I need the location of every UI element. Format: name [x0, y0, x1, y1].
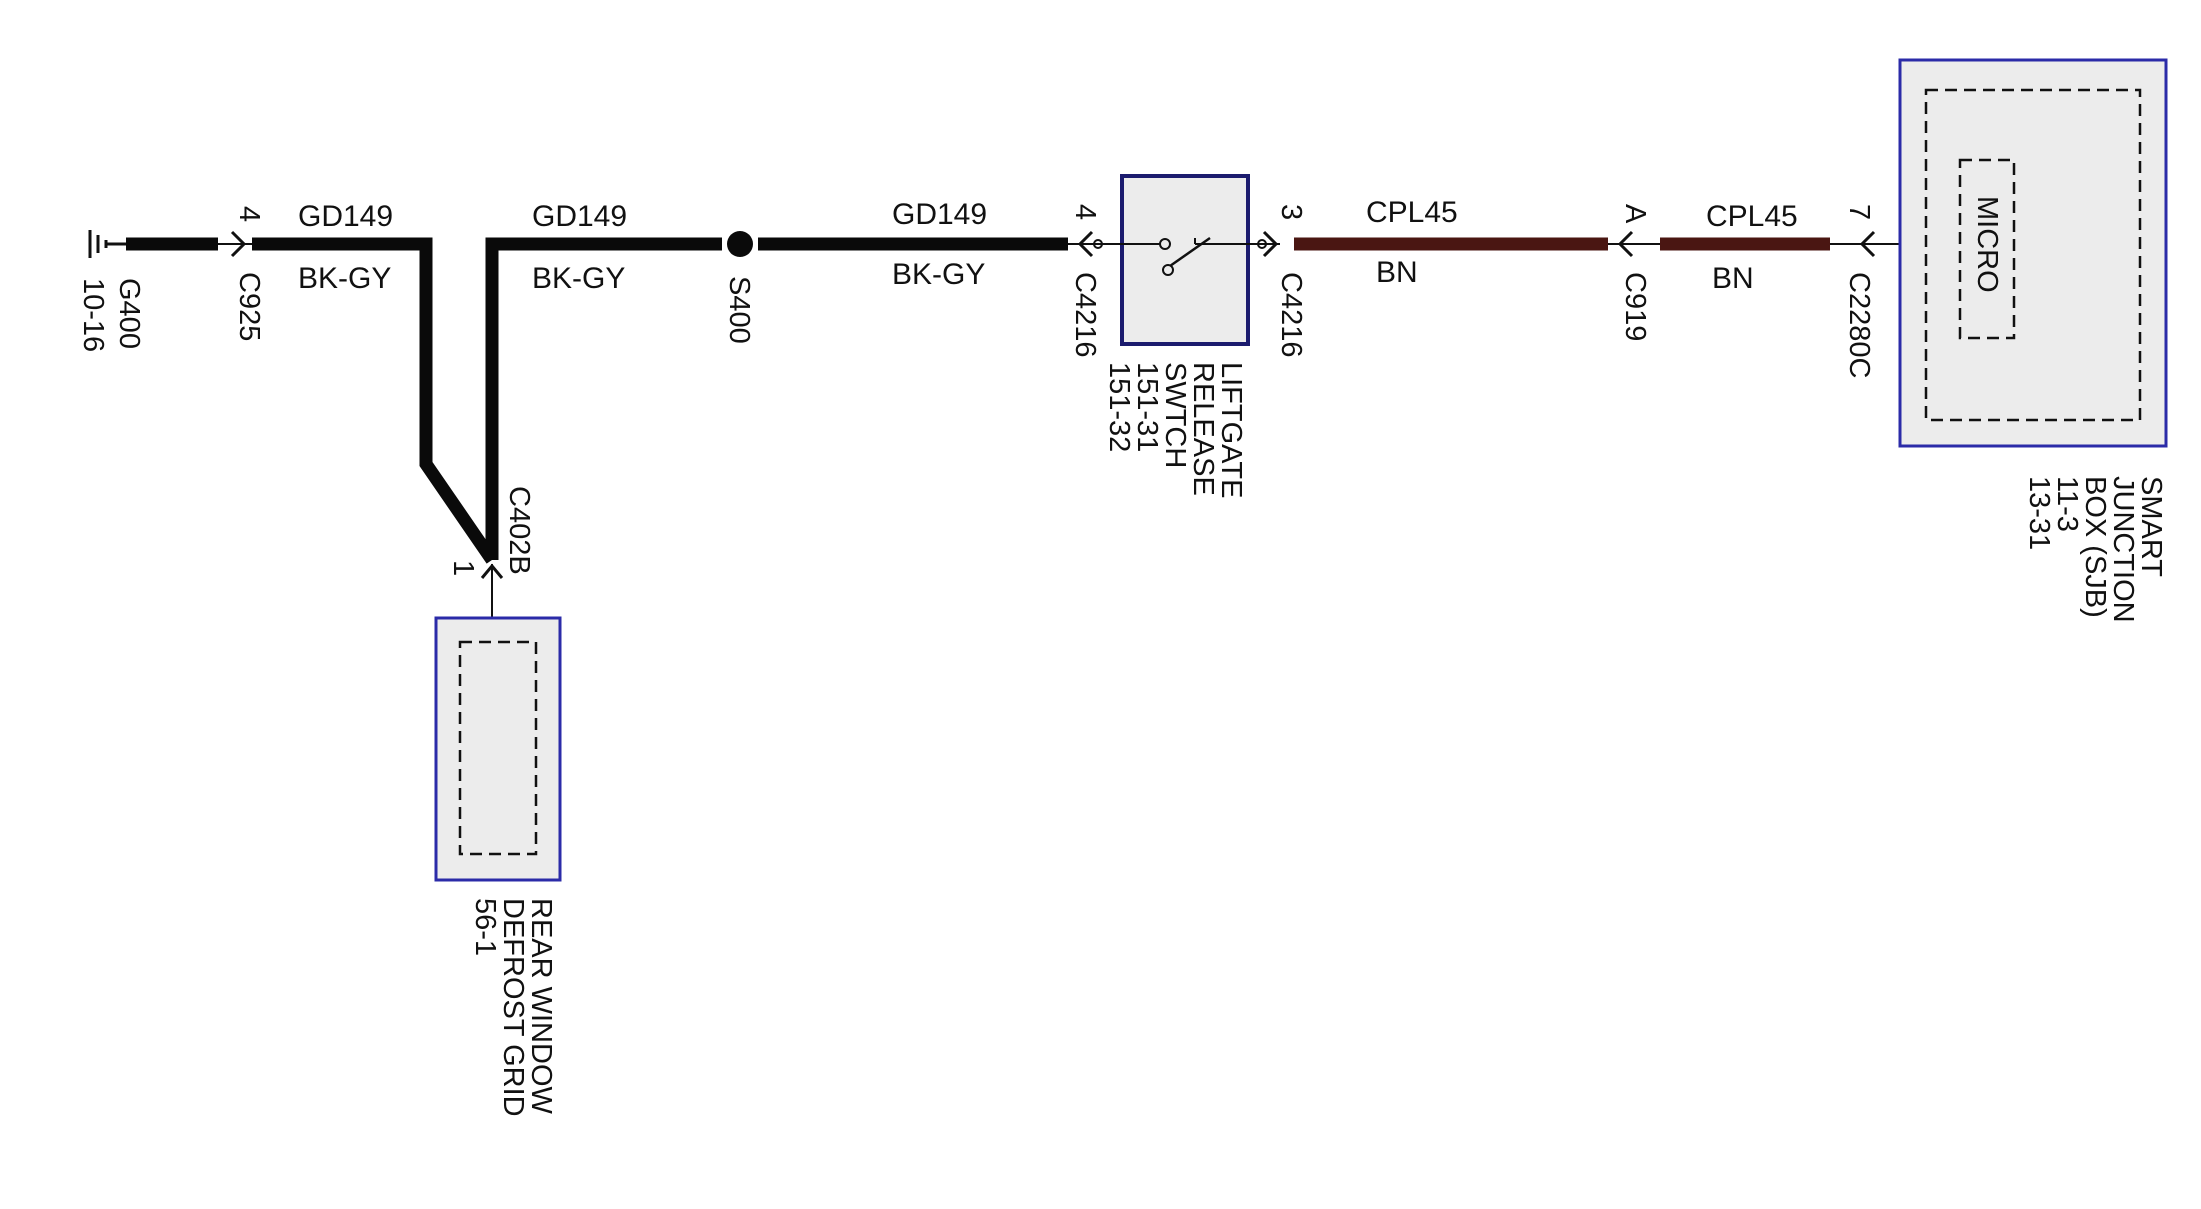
connector-c2280c-icon	[1859, 230, 1876, 258]
wire5-circuit: CPL45	[1706, 200, 1798, 233]
sjb-label-line2: JUNCTION	[2107, 476, 2139, 623]
switch-label-line5: 151-32	[1103, 362, 1135, 452]
liftgate-switch-component	[1098, 174, 1262, 346]
switch-label-line2: RELEASE	[1187, 362, 1219, 496]
c402b-pin: 1	[447, 560, 479, 576]
c919-pin: A	[1619, 204, 1651, 224]
c925-id: C925	[233, 272, 265, 341]
switch-contact-icon	[1159, 238, 1171, 250]
c925-pin: 4	[233, 206, 265, 222]
sjb-micro: MICRO	[1971, 196, 2003, 293]
defrost-grid-component	[434, 616, 562, 882]
sjb-label-line4: 11-3	[2051, 476, 2083, 532]
wire1-circuit: GD149	[298, 200, 393, 233]
connector-c402b-icon	[480, 563, 504, 579]
switch-label-line4: 151-31	[1131, 362, 1163, 452]
switch-blade-icon	[1169, 236, 1211, 268]
connector-c4216-right-icon	[1262, 230, 1279, 258]
wire4-circuit: CPL45	[1366, 196, 1458, 229]
splice-icon	[727, 231, 753, 257]
wire3-color: BK-GY	[892, 258, 985, 291]
switch-label-line3: SWTCH	[1159, 362, 1191, 468]
connector-c925-icon	[230, 230, 247, 258]
sjb-label-line5: 13-31	[2023, 476, 2055, 550]
wire2-color: BK-GY	[532, 262, 625, 295]
sjb-label-line3: BOX (SJB)	[2079, 476, 2111, 618]
c919-id: C919	[1619, 272, 1651, 341]
splice-id: S400	[723, 276, 755, 344]
c4216-right-id: C4216	[1275, 272, 1307, 357]
ground-ref: 10-16	[77, 278, 109, 352]
wire-gd149-black	[126, 237, 1068, 564]
wire2-circuit: GD149	[532, 200, 627, 233]
c4216-right-pin: 3	[1275, 204, 1307, 220]
switch-label-line1: LIFTGATE	[1215, 362, 1247, 498]
c2280c-id: C2280C	[1843, 272, 1875, 378]
defrost-label-line3: 56-1	[469, 898, 501, 956]
c402b-id: C402B	[503, 486, 535, 575]
wire4-color: BN	[1376, 256, 1418, 289]
sjb-component	[1898, 58, 2168, 448]
defrost-label-line1: REAR WINDOW	[525, 898, 557, 1115]
ground-id: G400	[113, 278, 145, 349]
wire5-color: BN	[1712, 262, 1754, 295]
connector-c4216-left-icon	[1077, 230, 1094, 258]
ground-icon	[88, 230, 126, 258]
connector-c919-icon	[1617, 230, 1634, 258]
c2280c-pin: 7	[1843, 204, 1875, 220]
wire3-circuit: GD149	[892, 198, 987, 231]
c4216-left-pin: 4	[1069, 204, 1101, 220]
sjb-label-line1: SMART	[2135, 476, 2167, 577]
wire1-color: BK-GY	[298, 262, 391, 295]
defrost-label-line2: DEFROST GRID	[497, 898, 529, 1117]
c4216-left-id: C4216	[1069, 272, 1101, 357]
